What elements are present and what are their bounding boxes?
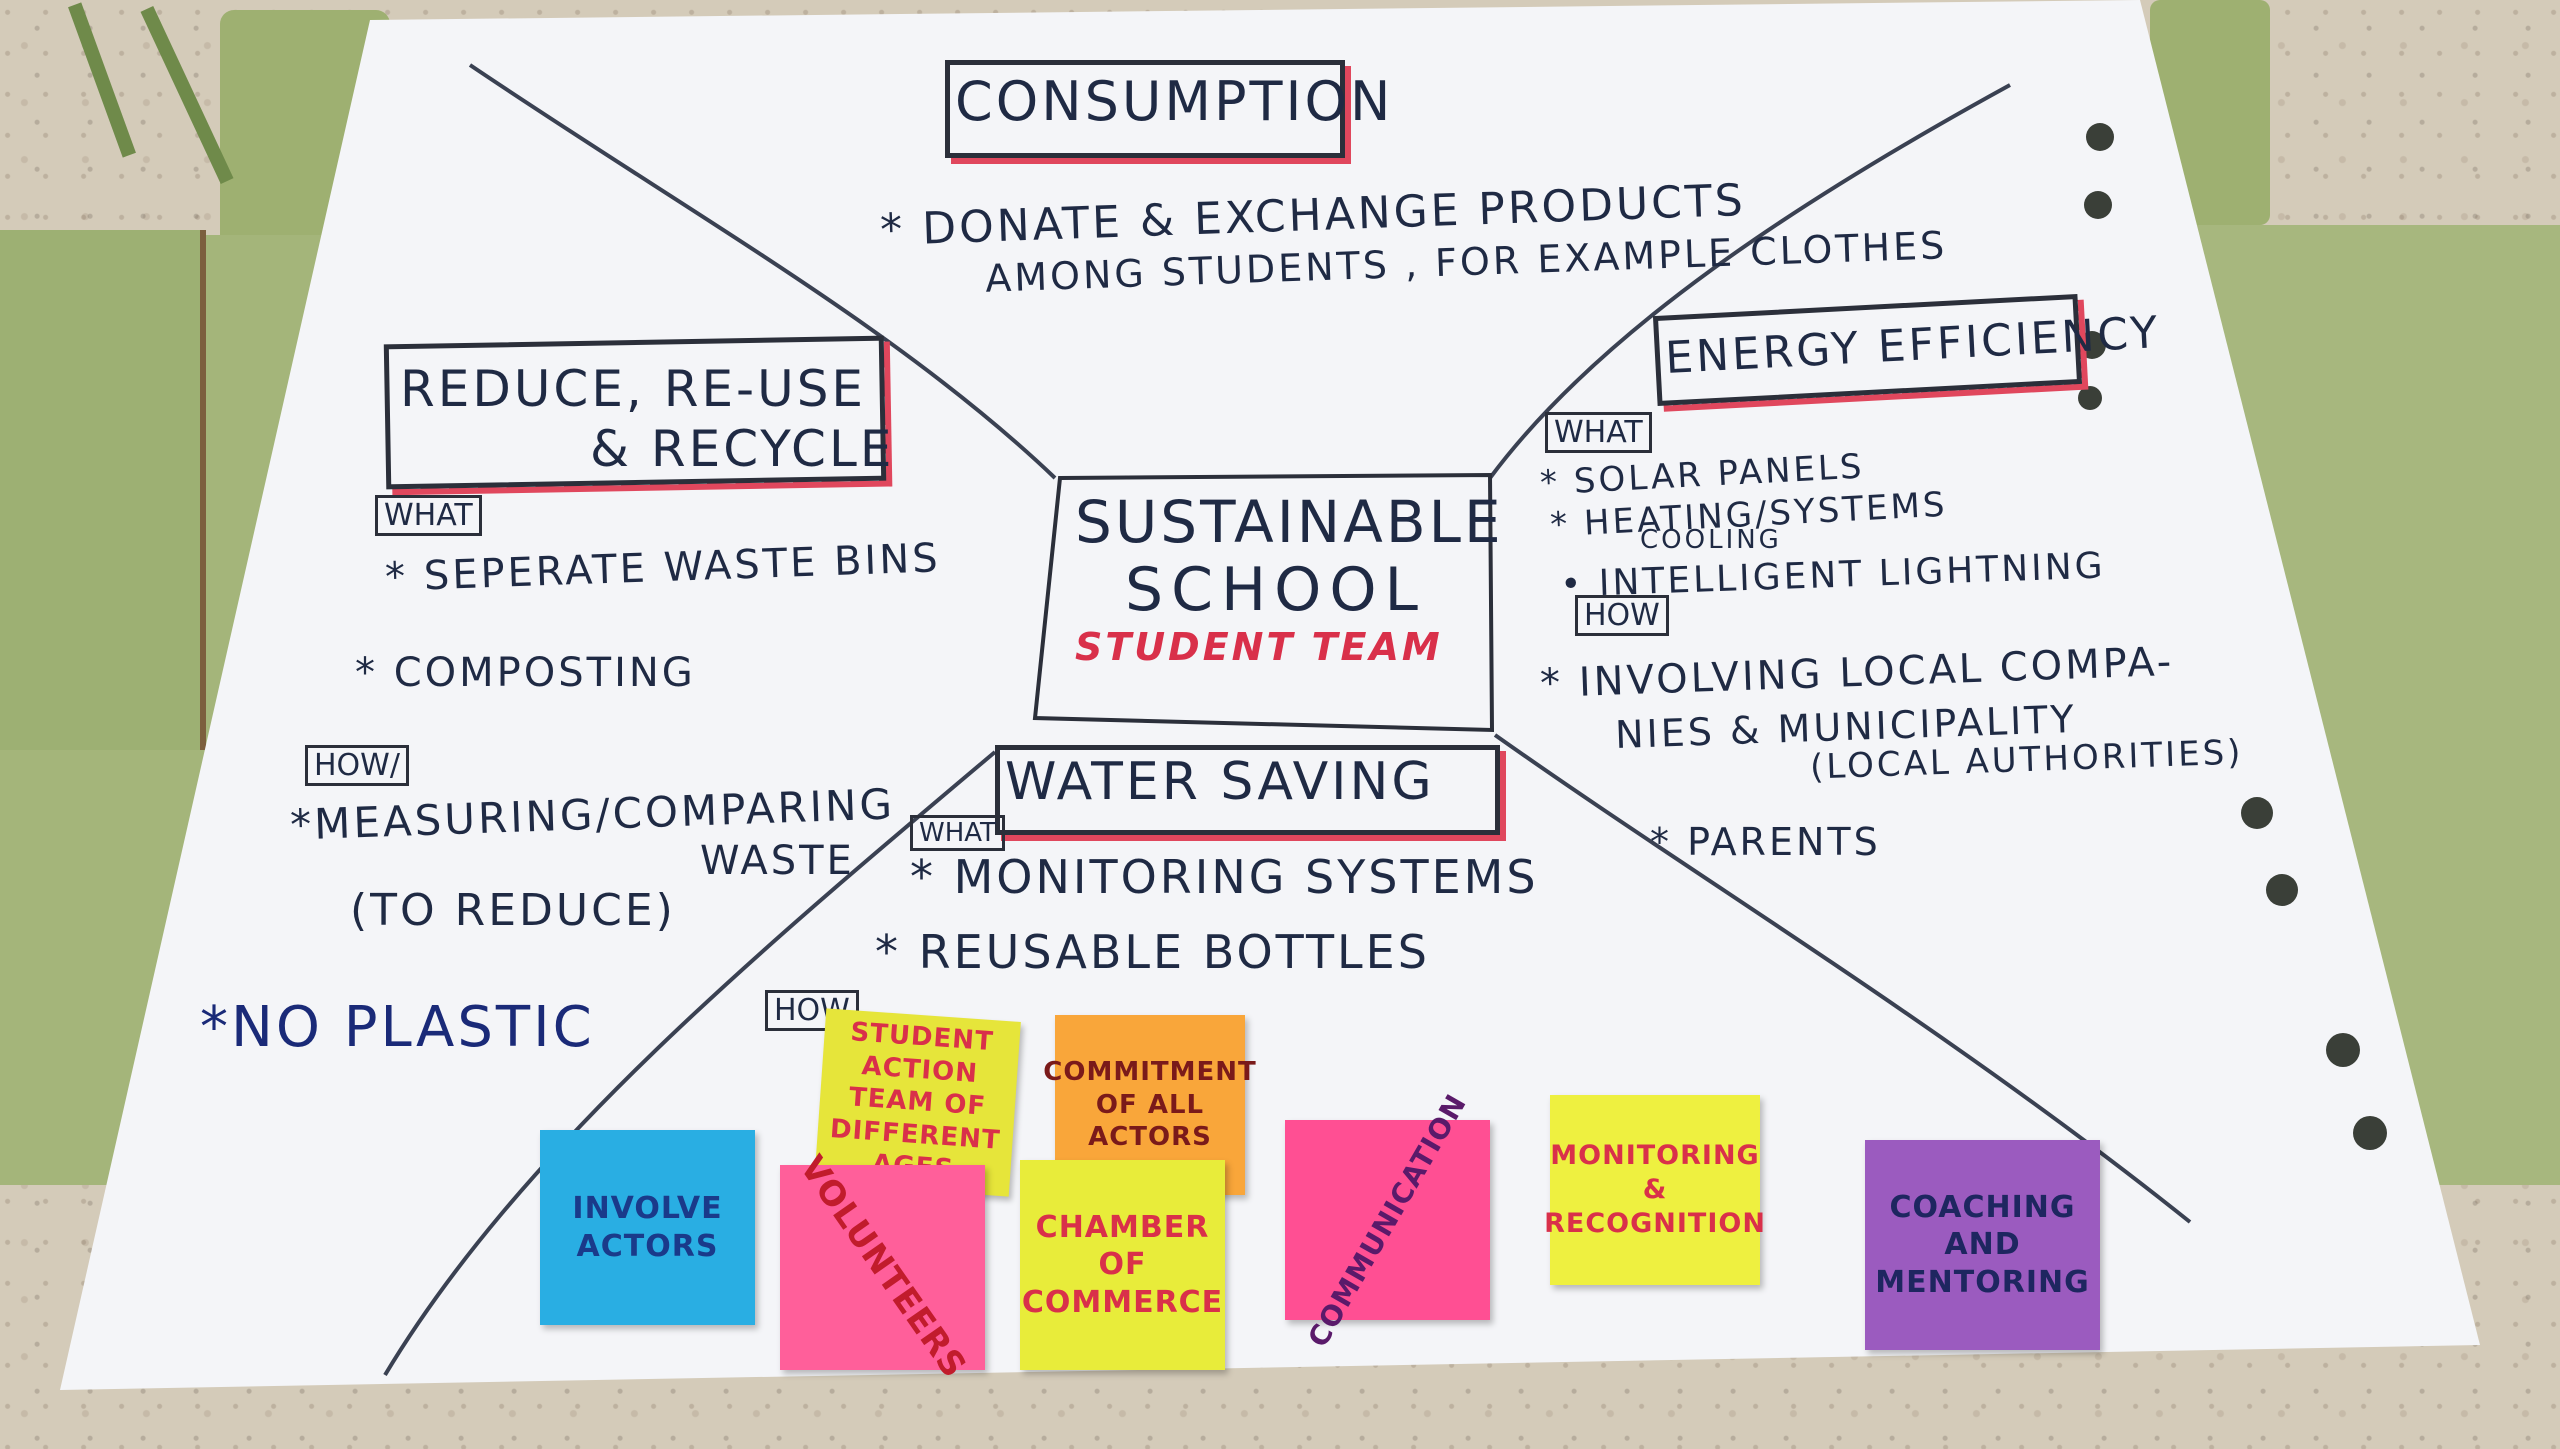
- reduce-how-item: WASTE: [700, 838, 855, 884]
- reduce-what-tag: WHAT: [375, 495, 482, 536]
- center-title-line1: SUSTAINABLE: [1075, 488, 1504, 556]
- punch-holes: [2078, 123, 2387, 1150]
- energy-item-cooling: COOLING: [1640, 525, 1782, 555]
- energy-how-tag: HOW: [1575, 595, 1669, 636]
- sticky-note-text: MONITORING & RECOGNITION: [1544, 1140, 1766, 1239]
- sticky-note-text: COACHING AND MENTORING: [1875, 1189, 2090, 1300]
- sticky-note-text: COMMUNICATION: [1301, 1087, 1474, 1353]
- water-title-box: [995, 745, 1500, 835]
- sticky-note-text: STUDENT ACTION TEAM OF DIFFERENT AGES: [829, 1017, 1002, 1184]
- sticky-note-communication[interactable]: COMMUNICATION: [1285, 1088, 1490, 1352]
- sticky-note-text: COMMITMENT OF ALL ACTORS: [1043, 1057, 1257, 1153]
- reduce-title-line1: REDUCE, RE-USE: [400, 360, 867, 418]
- energy-how-item: * PARENTS: [1650, 820, 1881, 864]
- sticky-note-text: CHAMBER OF COMMERCE: [1021, 1209, 1224, 1320]
- consumption-title: CONSUMPTION: [955, 70, 1394, 133]
- reduce-title-line2: & RECYCLE: [590, 420, 895, 478]
- table-left-edge: [0, 230, 206, 750]
- sticky-note-volunteers[interactable]: VOLUNTEERS: [780, 1149, 985, 1386]
- water-title: WATER SAVING: [1005, 752, 1435, 812]
- center-box-outline: [1032, 472, 1495, 733]
- center-title-line2: SCHOOL: [1125, 555, 1426, 625]
- water-what-tag: WHAT: [910, 815, 1005, 851]
- sticky-note-involve-actors[interactable]: INVOLVE ACTORS: [540, 1130, 755, 1325]
- sticky-note-coaching-mentoring[interactable]: COACHING AND MENTORING: [1865, 1140, 2100, 1350]
- sticky-note-monitoring-recognition[interactable]: MONITORING & RECOGNITION: [1544, 1095, 1765, 1285]
- reduce-how-item: (TO REDUCE): [350, 885, 676, 936]
- no-plastic-text: *NO PLASTIC: [200, 995, 595, 1060]
- sticky-note-chamber-of-commerce[interactable]: CHAMBER OF COMMERCE: [1020, 1160, 1225, 1370]
- water-item: * MONITORING SYSTEMS: [910, 850, 1539, 904]
- water-item: * REUSABLE BOTTLES: [875, 925, 1430, 979]
- reduce-how-tag: HOW/: [305, 745, 409, 786]
- center-subtitle: STUDENT TEAM: [1075, 625, 1443, 669]
- reduce-item: * COMPOSTING: [355, 650, 696, 696]
- energy-what-tag: WHAT: [1545, 412, 1652, 453]
- diagonal-lines: [383, 63, 2192, 1377]
- consumption-title-box: [945, 60, 1345, 158]
- sticky-note-text: VOLUNTEERS: [791, 1148, 975, 1386]
- sticky-note-text: INVOLVE ACTORS: [572, 1191, 723, 1264]
